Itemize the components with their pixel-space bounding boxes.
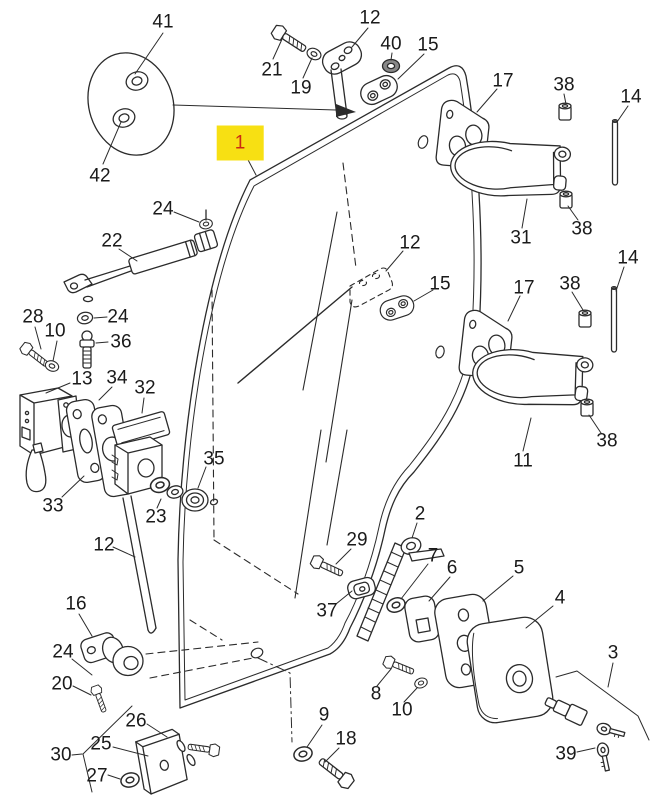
part-label-37-38[interactable]: 37 [316, 600, 338, 622]
part-label-17-18[interactable]: 17 [513, 277, 535, 299]
part-label-2-36[interactable]: 2 [414, 503, 426, 525]
centerline [257, 657, 293, 743]
u-bracket-25 [135, 728, 188, 795]
pointer-arrowhead [336, 104, 356, 117]
wing-bolt-26 [176, 739, 221, 767]
part-label-29-37[interactable]: 29 [346, 529, 368, 551]
part-label-15-17[interactable]: 15 [429, 273, 451, 295]
part-label-14-9[interactable]: 14 [620, 86, 642, 108]
latch-rod-12 [122, 495, 157, 634]
part-label-18-46[interactable]: 18 [335, 728, 357, 750]
part-label-20-35[interactable]: 20 [51, 673, 73, 695]
part-label-32-28[interactable]: 32 [134, 377, 156, 399]
part-label-10-44[interactable]: 10 [391, 699, 413, 721]
part-label-8-43[interactable]: 8 [370, 683, 382, 705]
part-label-24-14[interactable]: 24 [152, 198, 174, 220]
grommet-35 [181, 488, 219, 512]
window-glass [294, 211, 353, 599]
part-label-13-26[interactable]: 13 [71, 368, 93, 390]
part-label-14-12[interactable]: 14 [617, 247, 639, 269]
part-label-30-49[interactable]: 30 [50, 744, 72, 766]
part-label-11-20[interactable]: 11 [513, 450, 533, 472]
gas-strut [63, 229, 219, 294]
leader-lines [34, 27, 629, 780]
guide-rail-2 [356, 537, 445, 642]
part-label-6-40[interactable]: 6 [446, 557, 458, 579]
part-label-33-29[interactable]: 33 [42, 495, 64, 517]
part-label-42-1[interactable]: 42 [89, 165, 111, 187]
part-label-22-15[interactable]: 22 [101, 230, 123, 252]
door-panel [145, 65, 482, 743]
part-label-31-10[interactable]: 31 [510, 227, 532, 249]
lock-cylinder [544, 697, 588, 726]
part-label-12-32[interactable]: 12 [93, 534, 115, 556]
clamp-37 [347, 576, 376, 600]
part-label-19-3[interactable]: 19 [290, 77, 312, 99]
grommet-40 [381, 58, 401, 74]
part-label-21-2[interactable]: 21 [261, 59, 283, 81]
part-label-23-30[interactable]: 23 [145, 506, 167, 528]
part-label-3-51[interactable]: 3 [607, 642, 619, 664]
hidden-bracket [349, 267, 393, 308]
o-ring-24 [82, 295, 94, 303]
part-label-38-19[interactable]: 38 [559, 273, 581, 295]
lock-group-bracket [555, 670, 650, 741]
regulator-arm [237, 286, 353, 384]
bracket-30-brace [82, 705, 133, 793]
part-label-12-16[interactable]: 12 [399, 232, 421, 254]
part-label-12-4[interactable]: 12 [359, 7, 381, 29]
mounting-disc [87, 52, 175, 156]
latch-32 [111, 411, 171, 495]
part-label-16-33[interactable]: 16 [65, 593, 87, 615]
part-label-41-0[interactable]: 41 [152, 11, 174, 33]
part-label-40-5[interactable]: 40 [380, 33, 402, 55]
part-label-35-31[interactable]: 35 [203, 448, 225, 470]
part-label-25-48[interactable]: 25 [90, 733, 112, 755]
part-label-26-47[interactable]: 26 [125, 710, 147, 732]
part-label-34-27[interactable]: 34 [106, 367, 128, 389]
part-label-27-50[interactable]: 27 [86, 765, 108, 787]
handle-housing-4 [466, 616, 554, 724]
part-label-4-42[interactable]: 4 [554, 587, 566, 609]
striker-16 [80, 632, 144, 677]
part-label-24-34[interactable]: 24 [52, 641, 74, 663]
part-label-5-41[interactable]: 5 [513, 557, 525, 579]
part-label-1-13[interactable]: 1 [216, 125, 264, 161]
part-label-39-52[interactable]: 39 [555, 743, 577, 765]
part-label-38-11[interactable]: 38 [571, 218, 593, 240]
part-label-24-24[interactable]: 24 [107, 306, 129, 328]
part-label-17-7[interactable]: 17 [492, 70, 514, 92]
hidden-lines [145, 162, 357, 679]
part-label-38-8[interactable]: 38 [553, 74, 575, 96]
latch-knob-33 [25, 442, 47, 493]
ball-stud-36 [79, 330, 95, 369]
part-label-28-22[interactable]: 28 [22, 306, 44, 328]
part-label-38-21[interactable]: 38 [596, 430, 618, 452]
part-label-36-25[interactable]: 36 [110, 331, 132, 353]
part-label-7-39[interactable]: 7 [427, 545, 439, 567]
part-label-15-6[interactable]: 15 [417, 34, 439, 56]
part-label-10-23[interactable]: 10 [44, 320, 66, 342]
part-label-9-45[interactable]: 9 [318, 704, 330, 726]
